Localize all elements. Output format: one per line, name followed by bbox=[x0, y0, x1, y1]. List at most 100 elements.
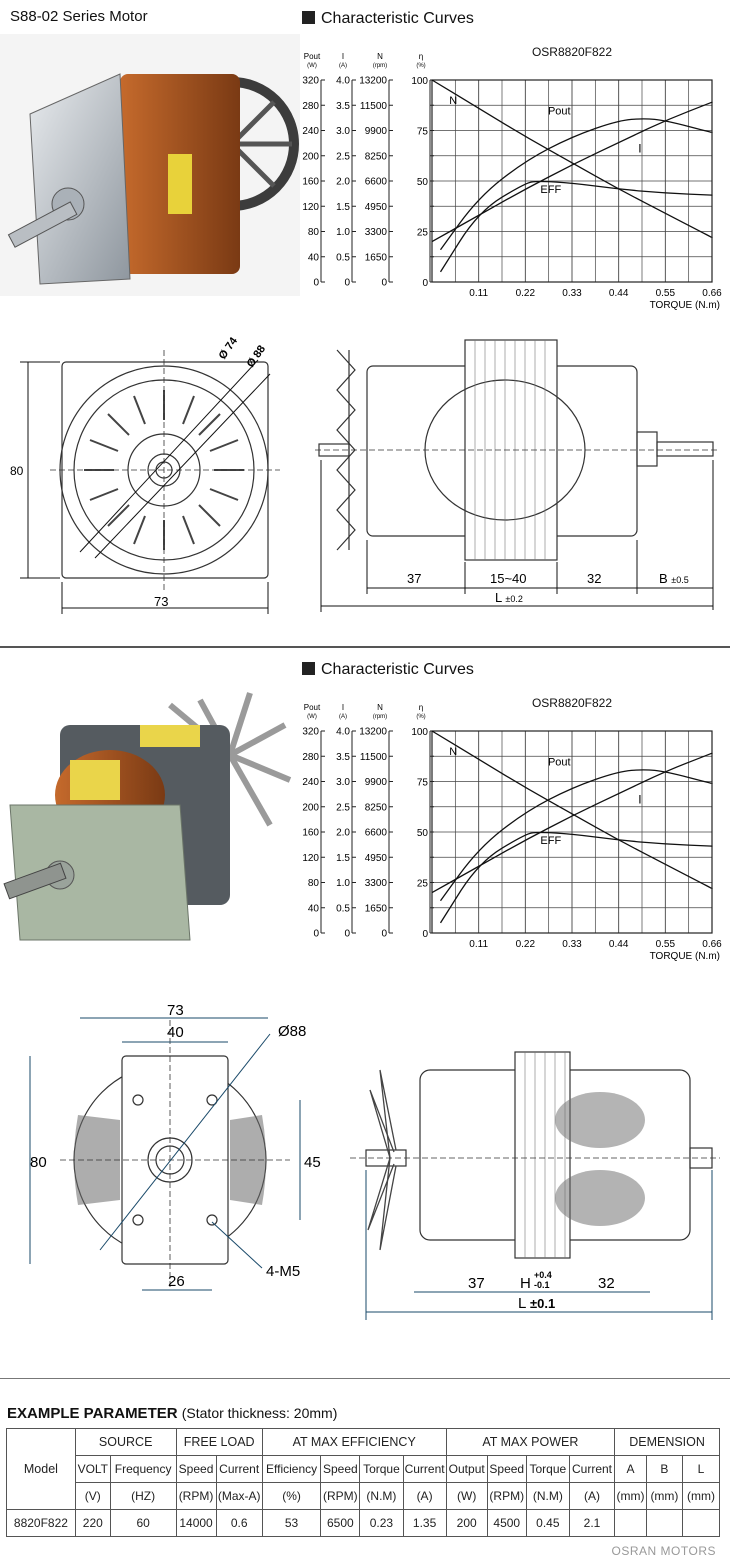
table-header-row: Model SOURCE FREE LOAD AT MAX EFFICIENCY… bbox=[6, 1428, 720, 1510]
dim-l: L ±0.2 bbox=[495, 590, 523, 605]
dim-26: 26 bbox=[168, 1273, 185, 1290]
left-axis-unit: (rpm) bbox=[373, 63, 387, 69]
dim-32: 32 bbox=[598, 1275, 615, 1292]
section-heading-2: Characteristic Curves bbox=[302, 661, 474, 679]
left-axis-tick-label: 2.0 bbox=[336, 828, 350, 839]
unit-cell: (V) bbox=[74, 1482, 111, 1510]
unit-cell: (W) bbox=[445, 1482, 488, 1510]
left-axis-tick-label: 13200 bbox=[359, 76, 387, 87]
left-axis-tick-label: 160 bbox=[302, 828, 319, 839]
drawing-1-front-view: Ø 74 Ø 88 80 73 bbox=[10, 335, 280, 614]
x-axis-label: TORQUE (N.m) bbox=[650, 300, 720, 311]
dim-4-m5: 4-M5 bbox=[266, 1263, 300, 1280]
drawing-1-side-view: 37 15~40 32 B ±0.5 L ±0.2 bbox=[315, 339, 720, 612]
dim-l: L ±0.1 bbox=[518, 1295, 555, 1312]
left-axis-name: N bbox=[377, 52, 383, 61]
chart-title: OSR8820F822 bbox=[532, 696, 612, 710]
cell-model: 8820F822 bbox=[6, 1509, 76, 1537]
eff-tick-label: 0 bbox=[422, 278, 428, 289]
cell: 220 bbox=[74, 1509, 111, 1537]
unit-cell: (HZ) bbox=[109, 1482, 177, 1510]
series-line-n bbox=[431, 730, 713, 890]
series-line-eff bbox=[439, 180, 713, 273]
series-label-i: I bbox=[638, 793, 641, 807]
dim-h-tol-lower: -0.1 bbox=[534, 1280, 550, 1290]
sub-l: L bbox=[681, 1455, 721, 1483]
chart-title: OSR8820F822 bbox=[532, 45, 612, 59]
left-axis-tick-label: 320 bbox=[302, 727, 319, 738]
left-axis-tick-label: 2.5 bbox=[336, 151, 350, 162]
left-axis-name: N bbox=[377, 703, 383, 712]
left-axis-tick-label: 40 bbox=[308, 252, 320, 263]
eff-tick-label: 25 bbox=[417, 228, 429, 239]
x-tick-label: 0.22 bbox=[516, 288, 536, 299]
dim-80: 80 bbox=[30, 1154, 47, 1171]
eff-tick-label: 100 bbox=[411, 727, 428, 738]
eff-tick-label: 50 bbox=[417, 177, 429, 188]
x-tick-label: 0.11 bbox=[469, 939, 488, 950]
unit-cell: (mm) bbox=[614, 1482, 647, 1510]
sub-output: Output bbox=[445, 1455, 488, 1483]
left-axis-tick-label: 0 bbox=[313, 929, 319, 940]
left-axis-tick-label: 4.0 bbox=[336, 727, 350, 738]
cell: 2.1 bbox=[568, 1509, 616, 1537]
left-axis-tick-label: 1650 bbox=[365, 903, 388, 914]
left-axis-tick-label: 160 bbox=[302, 177, 319, 188]
sub-speed: Speed bbox=[320, 1455, 361, 1483]
eff-tick-label: 75 bbox=[417, 127, 429, 138]
dim-45: 45 bbox=[304, 1154, 321, 1171]
drawing-2-side-view: 37 H +0.4 -0.1 32 L ±0.1 bbox=[350, 1051, 720, 1320]
sub-a: A bbox=[614, 1455, 647, 1483]
eff-tick-label: 100 bbox=[411, 76, 428, 87]
dim-73: 73 bbox=[167, 1002, 184, 1019]
dim-15-40: 15~40 bbox=[490, 571, 527, 586]
cell: 0.45 bbox=[525, 1509, 570, 1537]
col-model: Model bbox=[6, 1428, 76, 1510]
series-label-pout: Pout bbox=[548, 756, 571, 768]
mounting-holes bbox=[132, 1094, 218, 1226]
left-axis-unit: (A) bbox=[339, 714, 347, 720]
dim-height-80: 80 bbox=[10, 464, 24, 478]
unit-cell: (RPM) bbox=[486, 1482, 527, 1510]
left-axis-tick-label: 120 bbox=[302, 853, 319, 864]
dimension-lines bbox=[29, 1017, 301, 1291]
series-label-i: I bbox=[638, 142, 641, 156]
cell: 60 bbox=[109, 1509, 177, 1537]
output-shaft bbox=[656, 441, 714, 457]
sub-current: Current bbox=[215, 1455, 263, 1483]
x-tick-label: 0.66 bbox=[702, 288, 722, 299]
series-label-n: N bbox=[449, 95, 457, 107]
left-axis-unit: (W) bbox=[307, 63, 317, 69]
group-source: SOURCE bbox=[74, 1428, 177, 1456]
left-axis-tick-label: 0 bbox=[313, 278, 319, 289]
cell: 200 bbox=[445, 1509, 488, 1537]
section-divider bbox=[0, 646, 730, 648]
cell: 4500 bbox=[486, 1509, 527, 1537]
left-axis-tick-label: 13200 bbox=[359, 727, 387, 738]
x-tick-label: 0.66 bbox=[702, 939, 722, 950]
left-axis-tick-label: 1.5 bbox=[336, 853, 350, 864]
cell bbox=[614, 1509, 647, 1537]
x-tick-label: 0.44 bbox=[609, 288, 629, 299]
cell bbox=[681, 1509, 721, 1537]
unit-cell: (N.M) bbox=[525, 1482, 570, 1510]
sub-efficiency: Efficiency bbox=[261, 1455, 322, 1483]
x-tick-label: 0.44 bbox=[609, 939, 629, 950]
left-axis-tick-label: 200 bbox=[302, 151, 319, 162]
cell bbox=[645, 1509, 683, 1537]
left-axis-tick-label: 320 bbox=[302, 76, 319, 87]
eff-tick-label: 75 bbox=[417, 778, 429, 789]
series-line-i bbox=[431, 101, 713, 243]
series-label-eff: EFF bbox=[540, 184, 561, 196]
section-heading-text: Characteristic Curves bbox=[321, 661, 474, 678]
x-tick-label: 0.22 bbox=[516, 939, 536, 950]
left-axis-tick-label: 4950 bbox=[365, 202, 388, 213]
dim-40: 40 bbox=[167, 1024, 184, 1041]
unit-cell: (N.M) bbox=[359, 1482, 404, 1510]
group-max-power: AT MAX POWER bbox=[445, 1428, 616, 1456]
dim-37: 37 bbox=[407, 571, 421, 586]
bracket-plate bbox=[121, 1055, 229, 1265]
series-line-eff bbox=[439, 831, 713, 924]
section-divider bbox=[0, 1378, 730, 1379]
page-title: S88-02 Series Motor bbox=[10, 8, 148, 25]
